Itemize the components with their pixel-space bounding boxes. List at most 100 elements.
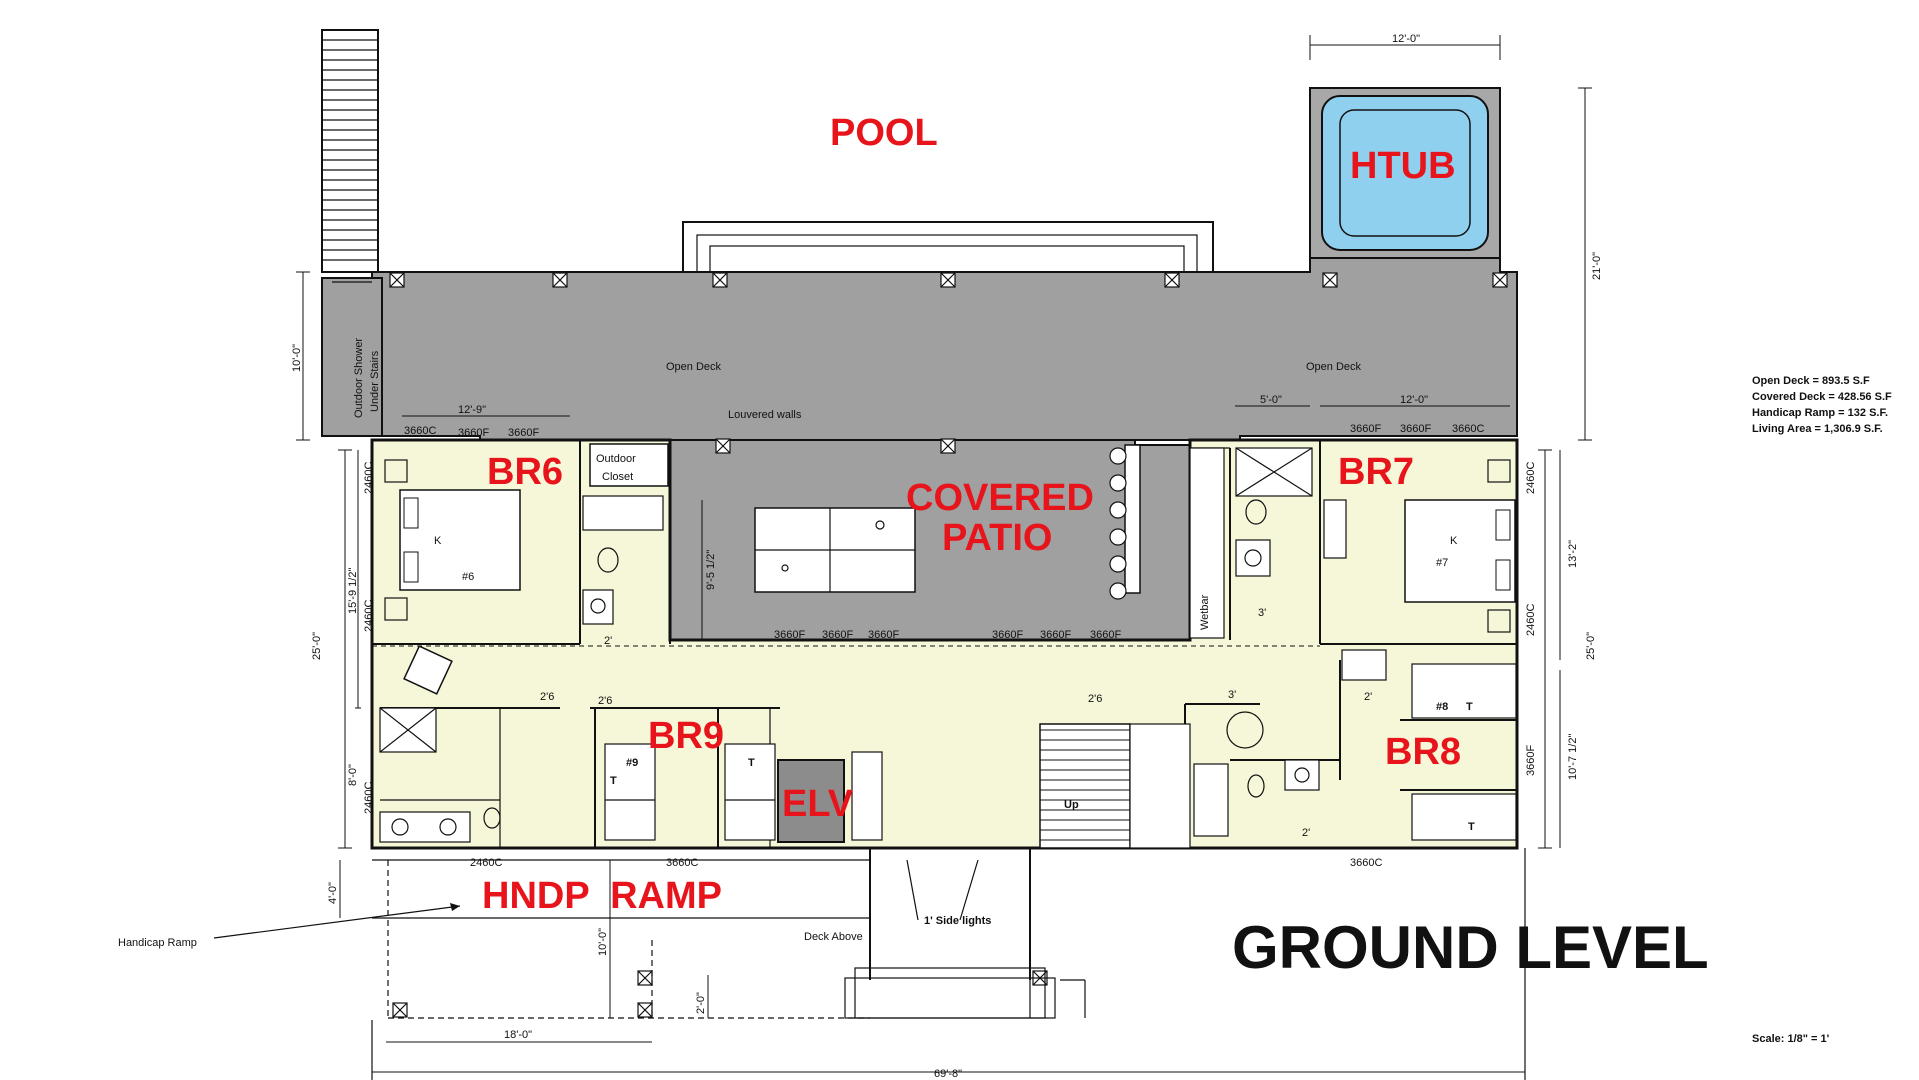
window-br7-1: 3660F (1350, 423, 1381, 435)
bar-stool (1109, 528, 1127, 546)
side-lights-label: 1' Side lights (924, 915, 991, 927)
covered-patio-label-2: PATIO (942, 517, 1052, 559)
door-tag-7: 2' (1364, 691, 1372, 703)
deck-post-cross (1322, 272, 1338, 288)
summary-open-deck: Open Deck = 893.5 S.F (1752, 375, 1870, 387)
dimension-lines (296, 35, 1592, 1073)
dim-left-25: 25'-0" (311, 632, 323, 660)
door-tag-8: 2' (1302, 827, 1310, 839)
open-deck-left-label: Open Deck (666, 361, 722, 373)
louvered-walls-label: Louvered walls (728, 409, 802, 421)
scale-note: Scale: 1/8" = 1' (1752, 1033, 1830, 1045)
deck-post-cross (940, 438, 956, 454)
window-bottom-1: 2460C (470, 857, 502, 869)
deck-post (1492, 272, 1508, 288)
dim-deck-depth: 10'-0" (291, 344, 303, 372)
ramp-post-cross (637, 1002, 653, 1018)
bed-6-k-label: K (434, 535, 442, 547)
window-br7-3: 3660C (1452, 423, 1484, 435)
deck-post-cross (1164, 272, 1180, 288)
bed-8-label: #8 (1436, 701, 1448, 713)
ramp-post (637, 1002, 653, 1018)
door-tag-5: 3' (1228, 689, 1236, 701)
window-patio-6: 3660F (1090, 629, 1121, 641)
bed-9-label: #9 (626, 757, 638, 769)
deck-post-cross (389, 272, 405, 288)
window-bottom-2: 3660C (666, 857, 698, 869)
handicap-ramp-label: Handicap Ramp (118, 937, 197, 949)
window-bottom-3: 3660C (1350, 857, 1382, 869)
outdoor-closet-label-1: Outdoor (596, 453, 636, 465)
bar-stool (1109, 501, 1127, 519)
door-tag-6: 3' (1258, 607, 1266, 619)
deck-post (1322, 272, 1338, 288)
door-tag-1: 2'6 (540, 691, 554, 703)
covered-patio (669, 439, 1191, 641)
window-left-2: 2460C (363, 600, 375, 632)
window-br6-3: 3660F (508, 427, 539, 439)
deck-post (1164, 272, 1180, 288)
page-title: GROUND LEVEL (1232, 914, 1709, 981)
dim-htub-width: 12'-0" (1392, 33, 1420, 45)
outdoor-closet-label-2: Closet (602, 471, 633, 483)
window-right-2: 2460C (1525, 604, 1537, 636)
bar-stool (1109, 447, 1127, 465)
open-deck-right-label: Open Deck (1306, 361, 1362, 373)
dim-right-25: 25'-0" (1585, 632, 1597, 660)
dim-patio-depth: 9'-5 1/2" (705, 550, 717, 590)
br8-label: BR8 (1385, 731, 1461, 773)
br6-label: BR6 (487, 451, 563, 493)
deck-post (712, 272, 728, 288)
bar-stool (1109, 582, 1127, 600)
dim-bottom-69-8: 69'-8" (934, 1068, 962, 1080)
deck-post (940, 438, 956, 454)
dim-bottom-18: 18'-0" (504, 1029, 532, 1041)
deck-post-cross (712, 272, 728, 288)
window-br7-2: 3660F (1400, 423, 1431, 435)
door-tag-2: 2'6 (598, 695, 612, 707)
window-right-3: 3660F (1525, 745, 1537, 776)
deck-post (552, 272, 568, 288)
elv-label: ELV (782, 783, 854, 825)
open-deck (321, 257, 1518, 441)
bunk-9b-t-label: T (748, 757, 755, 769)
deck-posts (389, 272, 1508, 1018)
summary-handicap-ramp: Handicap Ramp = 132 S.F. (1752, 407, 1888, 419)
window-left-1: 2460C (363, 462, 375, 494)
outdoor-shower-label-1: Outdoor Shower (353, 338, 365, 418)
ramp-entry (213, 848, 1526, 1080)
bed-7-label: #7 (1436, 557, 1448, 569)
bed-7-k-label: K (1450, 535, 1458, 547)
dim-right-10-7: 10'-7 1/2" (1567, 734, 1579, 780)
htub-label: HTUB (1350, 145, 1456, 187)
window-patio-1: 3660F (774, 629, 805, 641)
window-br6-1: 3660C (404, 425, 436, 437)
bunk-8b-t-label: T (1468, 821, 1475, 833)
door-tag-4: 2' (604, 635, 612, 647)
pool-label: POOL (830, 112, 938, 154)
dim-htub-height: 21'-0" (1591, 252, 1603, 280)
deck-post (389, 272, 405, 288)
hot-tub (1309, 87, 1501, 259)
deck-post-cross (552, 272, 568, 288)
covered-patio-label-1: COVERED (906, 477, 1094, 519)
bar-stool (1109, 555, 1127, 573)
window-patio-3: 3660F (868, 629, 899, 641)
ramp-post (392, 1002, 408, 1018)
deck-post (940, 272, 956, 288)
deck-above-label: Deck Above (804, 931, 863, 943)
window-patio-4: 3660F (992, 629, 1023, 641)
dim-right-12: 12'-0" (1400, 394, 1428, 406)
br7-label: BR7 (1338, 451, 1414, 493)
living-area (370, 438, 1519, 850)
dim-step-2: 2'-0" (695, 992, 707, 1014)
wetbar-label: Wetbar (1199, 594, 1211, 630)
br9-label: BR9 (648, 715, 724, 757)
dim-ramp-10: 10'-0" (597, 928, 609, 956)
door-tag-3: 2'6 (1088, 693, 1102, 705)
summary-living-area: Living Area = 1,306.9 S.F. (1752, 423, 1883, 435)
ramp-post-cross (637, 970, 653, 986)
dim-right-5: 5'-0" (1260, 394, 1282, 406)
bar-stool (1109, 474, 1127, 492)
window-br6-2: 3660F (458, 427, 489, 439)
